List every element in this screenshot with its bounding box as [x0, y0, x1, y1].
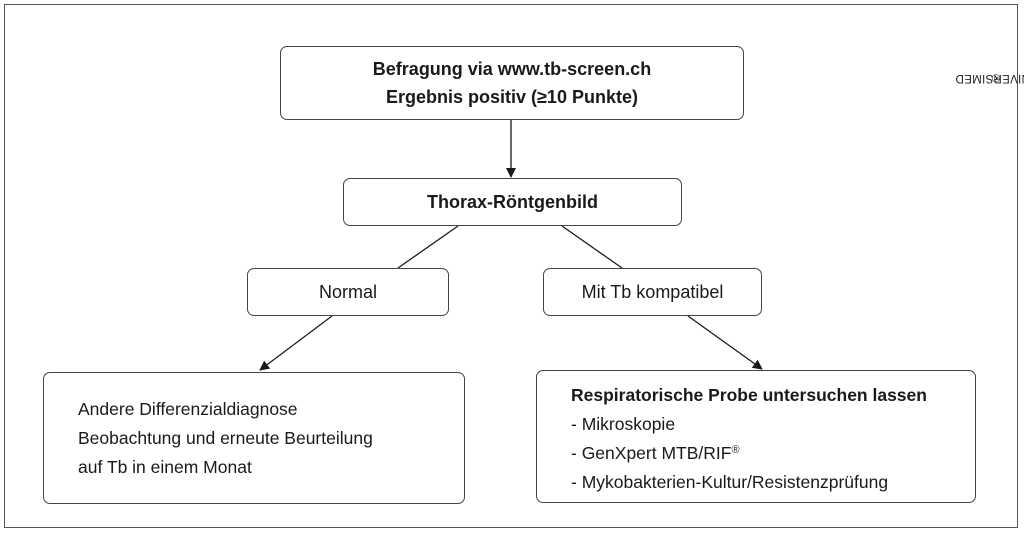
- right-item-2: - GenXpert MTB/RIF®: [571, 439, 975, 468]
- node-tb-compatible: Mit Tb kompatibel: [543, 268, 762, 316]
- right-title: Respiratorische Probe untersuchen lassen: [571, 385, 927, 405]
- left-line-2: Beobachtung und erneute Beurteilung: [78, 428, 373, 448]
- right-item-2-text: - GenXpert MTB/RIF: [571, 443, 732, 463]
- registered-mark: ®: [731, 444, 740, 456]
- line-xray-to-normal: [397, 225, 459, 269]
- arrow-normal-to-left: [259, 315, 333, 371]
- left-line-1: Andere Differenzialdiagnose: [78, 399, 298, 419]
- node-differential-diagnosis: Andere Differenzialdiagnose Beobachtung …: [43, 372, 465, 504]
- screening-line-2: Ergebnis positiv (≥10 Punkte): [386, 87, 638, 107]
- copyright-text-wrap: © UNIVERSIMED®: [955, 72, 1024, 84]
- left-line-3: auf Tb in einem Monat: [78, 457, 252, 477]
- arrow-tb-to-right: [687, 315, 763, 370]
- right-item-3: - Mykobakterien-Kultur/Resistenzprüfung: [571, 472, 889, 492]
- xray-label: Thorax-Röntgenbild: [427, 192, 598, 212]
- right-item-1: - Mikroskopie: [571, 414, 676, 434]
- line-xray-to-tb: [561, 225, 623, 269]
- node-normal: Normal: [247, 268, 449, 316]
- diagram-frame: [4, 4, 1018, 528]
- node-respiratory-sample: Respiratorische Probe untersuchen lassen…: [536, 370, 976, 503]
- tb-compatible-label: Mit Tb kompatibel: [581, 282, 724, 302]
- copyright-text: © UNIVERSIMED: [955, 72, 1024, 84]
- normal-label: Normal: [318, 282, 377, 302]
- copyright-notice: © UNIVERSIMED®: [955, 28, 1024, 128]
- node-chest-xray: Thorax-Röntgenbild: [343, 178, 682, 226]
- node-screening: Befragung via www.tb-screen.ch Ergebnis …: [280, 46, 744, 120]
- screening-line-1: Befragung via www.tb-screen.ch: [372, 59, 652, 79]
